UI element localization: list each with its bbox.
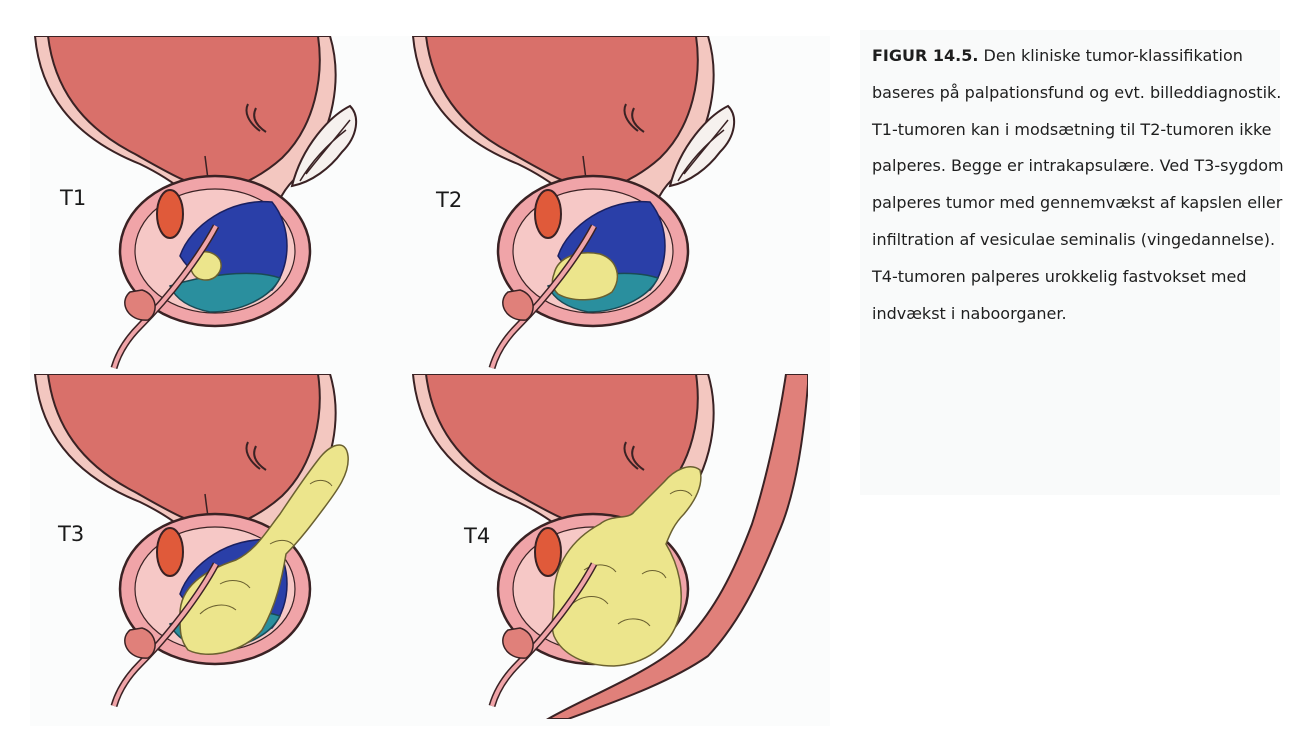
panel-t1: T1	[30, 36, 430, 381]
rectum-wall	[545, 374, 808, 719]
caption-area	[860, 30, 1280, 495]
tumor-t3	[179, 444, 349, 655]
figure-number: FIGUR 14.5.	[872, 46, 979, 65]
prostate-illustration-t3	[33, 374, 349, 708]
stage-label-t2: T2	[436, 188, 463, 212]
panel-t3: T3	[30, 374, 430, 719]
panel-t2: T2	[408, 36, 808, 381]
panel-t4: T4	[408, 374, 808, 719]
stage-label-t3: T3	[58, 522, 85, 546]
stage-label-t4: T4	[464, 524, 491, 548]
caption-text: Den kliniske tumor-klassifikation basere…	[872, 46, 1284, 323]
prostate-illustration-t4	[411, 374, 808, 719]
prostate-illustration-t2	[411, 36, 736, 370]
prostate-illustration-t1	[33, 36, 358, 370]
tumor-t4	[551, 466, 702, 667]
figure-area: T1 T2	[30, 36, 830, 726]
figure-caption: FIGUR 14.5. Den kliniske tumor-klassifik…	[872, 38, 1287, 332]
stage-label-t1: T1	[60, 186, 87, 210]
